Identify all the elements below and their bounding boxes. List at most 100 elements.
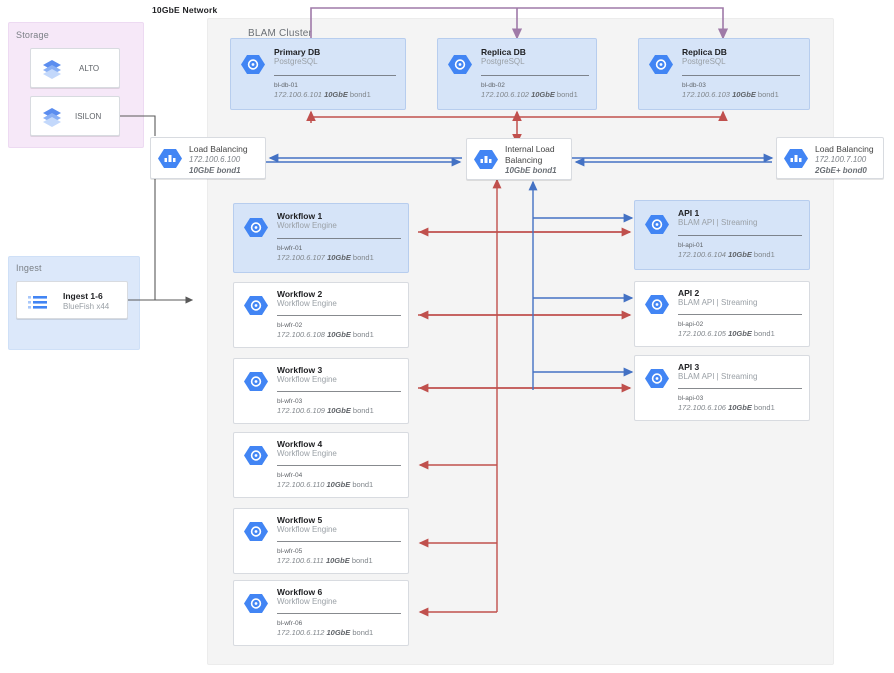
workflow-node-title: Workflow 5 [277,515,323,525]
ingest-node[interactable]: Ingest 1-6 BlueFish x44 [16,281,128,319]
ingest-node-subtitle: BlueFish x44 [63,302,110,311]
lb-left-link: 10GbE bond1 [189,166,241,175]
workflow-node-host: bl-wfr-02 [277,322,303,329]
api-node[interactable]: API 1 BLAM API | Streaming bl-api-01 172… [634,200,817,277]
storage-node-isilon[interactable]: ISILON [30,96,120,136]
workflow-node-address: 172.100.6.109 10GbE bond1 [277,406,374,415]
database-node-host: bl-db-01 [274,82,298,89]
load-balancer-left[interactable]: Load Balancing 172.100.6.100 10GbE bond1 [150,137,266,179]
workflow-node-address: 172.100.6.112 10GbE bond1 [277,628,374,637]
lb-right-link: 2GbE+ bond0 [815,166,867,175]
api-node-icon [644,293,670,316]
storage-node-label: ISILON [75,112,102,121]
lb-internal-link: 10GbE bond1 [505,166,557,175]
diagram-title: 10GbE Network [152,5,218,15]
database-node-title: Replica DB [481,47,526,57]
workflow-node-title: Workflow 3 [277,365,323,375]
database-node-host: bl-db-03 [682,82,706,89]
workflow-node-subtitle: Workflow Engine [277,597,337,606]
workflow-node-subtitle: Workflow Engine [277,375,337,384]
node-divider [274,75,396,76]
workflow-node-title: Workflow 1 [277,211,323,221]
lb-internal-name-line1: Internal Load [505,144,555,154]
database-node[interactable]: Replica DB PostgreSQL bl-db-03 172.100.6… [638,38,821,121]
node-divider [277,465,401,466]
workflow-node[interactable]: Workflow 2 Workflow Engine bl-wfr-02 172… [233,282,409,348]
database-node-address: 172.100.6.102 10GbE bond1 [481,90,578,99]
workflow-node-host: bl-wfr-03 [277,398,303,405]
workflow-node[interactable]: Workflow 6 Workflow Engine bl-wfr-06 172… [233,580,409,646]
node-divider [481,75,589,76]
api-node[interactable]: API 3 BLAM API | Streaming bl-api-03 172… [634,355,817,428]
workflow-node-address: 172.100.6.108 10GbE bond1 [277,330,374,339]
workflow-node-address: 172.100.6.111 10GbE bond1 [277,556,373,565]
api-node-icon [644,367,670,390]
workflow-node-subtitle: Workflow Engine [277,449,337,458]
database-node-subtitle: PostgreSQL [682,57,726,66]
database-node[interactable]: Replica DB PostgreSQL bl-db-02 172.100.6… [437,38,608,121]
database-node-title: Primary DB [274,47,321,57]
workflow-node-title: Workflow 2 [277,289,323,299]
workflow-node[interactable]: Workflow 1 Workflow Engine bl-wfr-01 172… [233,203,416,280]
storage-node-alto[interactable]: ALTO [30,48,120,88]
lb-right-name: Load Balancing [815,144,874,154]
workflow-node-title: Workflow 4 [277,439,323,449]
workflow-node-host: bl-wfr-01 [277,245,303,252]
storage-node-label: ALTO [79,64,100,73]
load-balancer-right[interactable]: Load Balancing 172.100.7.100 2GbE+ bond0 [776,137,884,179]
node-divider [277,238,401,239]
node-divider [682,75,800,76]
api-node[interactable]: API 2 BLAM API | Streaming bl-api-02 172… [634,281,817,354]
workflow-node-icon [243,444,269,467]
api-node-address: 172.100.6.104 10GbE bond1 [678,250,775,259]
load-balancer-internal[interactable]: Internal Load Balancing 10GbE bond1 [466,138,572,180]
ingest-node-title: Ingest 1-6 [63,291,103,301]
database-node-address: 172.100.6.103 10GbE bond1 [682,90,779,99]
load-balancer-icon [157,147,183,170]
database-node-icon [447,53,473,76]
node-divider [678,388,802,389]
api-node-host: bl-api-01 [678,242,704,249]
api-node-subtitle: BLAM API | Streaming [678,218,758,227]
workflow-node-subtitle: Workflow Engine [277,221,337,230]
node-divider [277,391,401,392]
group-blam-cluster-label: BLAM Cluster [248,28,313,39]
node-divider [277,613,401,614]
api-node-address: 172.100.6.105 10GbE bond1 [678,329,775,338]
api-node-icon [644,213,670,236]
workflow-node-host: bl-wfr-06 [277,620,303,627]
storage-stack-icon [39,57,65,80]
database-node-subtitle: PostgreSQL [274,57,318,66]
workflow-node-icon [243,216,269,239]
ingest-list-icon [25,291,51,314]
api-node-host: bl-api-03 [678,395,704,402]
database-node-title: Replica DB [682,47,727,57]
lb-left-name: Load Balancing [189,144,248,154]
api-node-title: API 1 [678,208,700,218]
node-divider [277,541,401,542]
workflow-node[interactable]: Workflow 5 Workflow Engine bl-wfr-05 172… [233,508,409,574]
lb-internal-name-line2: Balancing [505,155,543,165]
database-node[interactable]: Primary DB PostgreSQL bl-db-01 172.100.6… [230,38,417,121]
api-node-host: bl-api-02 [678,321,704,328]
api-node-title: API 3 [678,362,700,372]
workflow-node-host: bl-wfr-04 [277,472,303,479]
lb-right-address: 172.100.7.100 [815,155,867,164]
load-balancer-icon [783,147,809,170]
lb-left-address: 172.100.6.100 [189,155,241,164]
workflow-node-icon [243,294,269,317]
workflow-node[interactable]: Workflow 3 Workflow Engine bl-wfr-03 172… [233,358,409,424]
workflow-node-address: 172.100.6.110 10GbE bond1 [277,480,374,489]
workflow-node[interactable]: Workflow 4 Workflow Engine bl-wfr-04 172… [233,432,409,498]
workflow-node-host: bl-wfr-05 [277,548,303,555]
database-node-subtitle: PostgreSQL [481,57,525,66]
load-balancer-icon [473,148,499,171]
database-node-host: bl-db-02 [481,82,505,89]
node-divider [678,235,802,236]
workflow-node-address: 172.100.6.107 10GbE bond1 [277,253,374,262]
workflow-node-title: Workflow 6 [277,587,323,597]
workflow-node-icon [243,592,269,615]
workflow-node-icon [243,520,269,543]
group-storage-label: Storage [16,30,49,40]
